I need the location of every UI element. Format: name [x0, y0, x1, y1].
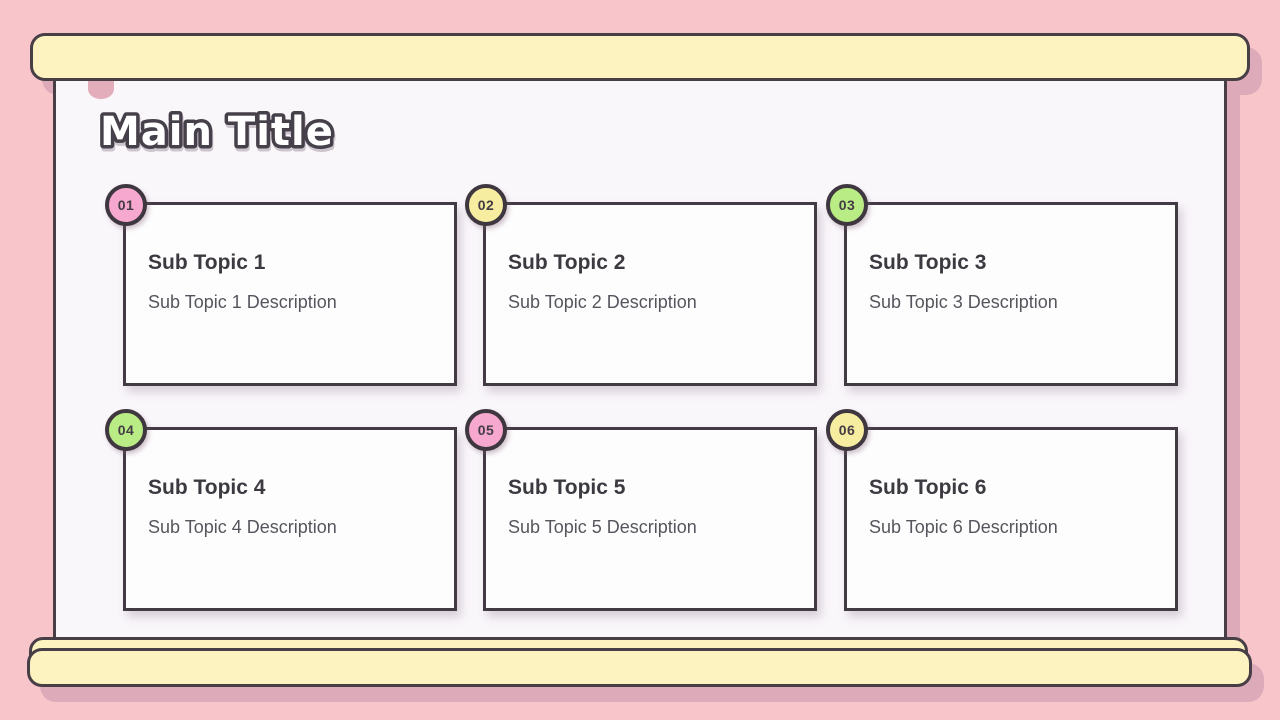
number-badge-02: 02 — [465, 184, 507, 226]
sub-topic-card-2[interactable]: 02 Sub Topic 2 Sub Topic 2 Description — [465, 184, 817, 386]
number-badge-03: 03 — [826, 184, 868, 226]
number-badge-04: 04 — [105, 409, 147, 451]
top-bar — [30, 33, 1250, 81]
card-title: Sub Topic 3 — [869, 251, 987, 274]
card-description: Sub Topic 6 Description — [869, 517, 1058, 538]
number-badge-05: 05 — [465, 409, 507, 451]
number-badge-06: 06 — [826, 409, 868, 451]
main-title-text: Main Title — [100, 109, 334, 155]
sub-topic-card-1[interactable]: 01 Sub Topic 1 Sub Topic 1 Description — [105, 184, 457, 386]
card-description: Sub Topic 4 Description — [148, 517, 337, 538]
sub-topic-card-3[interactable]: 03 Sub Topic 3 Sub Topic 3 Description — [826, 184, 1178, 386]
card-description: Sub Topic 1 Description — [148, 292, 337, 313]
sub-topic-card-5[interactable]: 05 Sub Topic 5 Sub Topic 5 Description — [465, 409, 817, 611]
card-description: Sub Topic 2 Description — [508, 292, 697, 313]
top-bar-fold-shadow — [88, 79, 114, 99]
sub-topic-card-4[interactable]: 04 Sub Topic 4 Sub Topic 4 Description — [105, 409, 457, 611]
card-title: Sub Topic 5 — [508, 476, 626, 499]
number-badge-01: 01 — [105, 184, 147, 226]
main-title: Main Title — [97, 106, 337, 159]
card-title: Sub Topic 1 — [148, 251, 266, 274]
card-description: Sub Topic 3 Description — [869, 292, 1058, 313]
sub-topic-card-6[interactable]: 06 Sub Topic 6 Sub Topic 6 Description — [826, 409, 1178, 611]
bottom-bar — [27, 648, 1252, 687]
card-description: Sub Topic 5 Description — [508, 517, 697, 538]
card-title: Sub Topic 4 — [148, 476, 266, 499]
card-title: Sub Topic 6 — [869, 476, 987, 499]
card-title: Sub Topic 2 — [508, 251, 626, 274]
